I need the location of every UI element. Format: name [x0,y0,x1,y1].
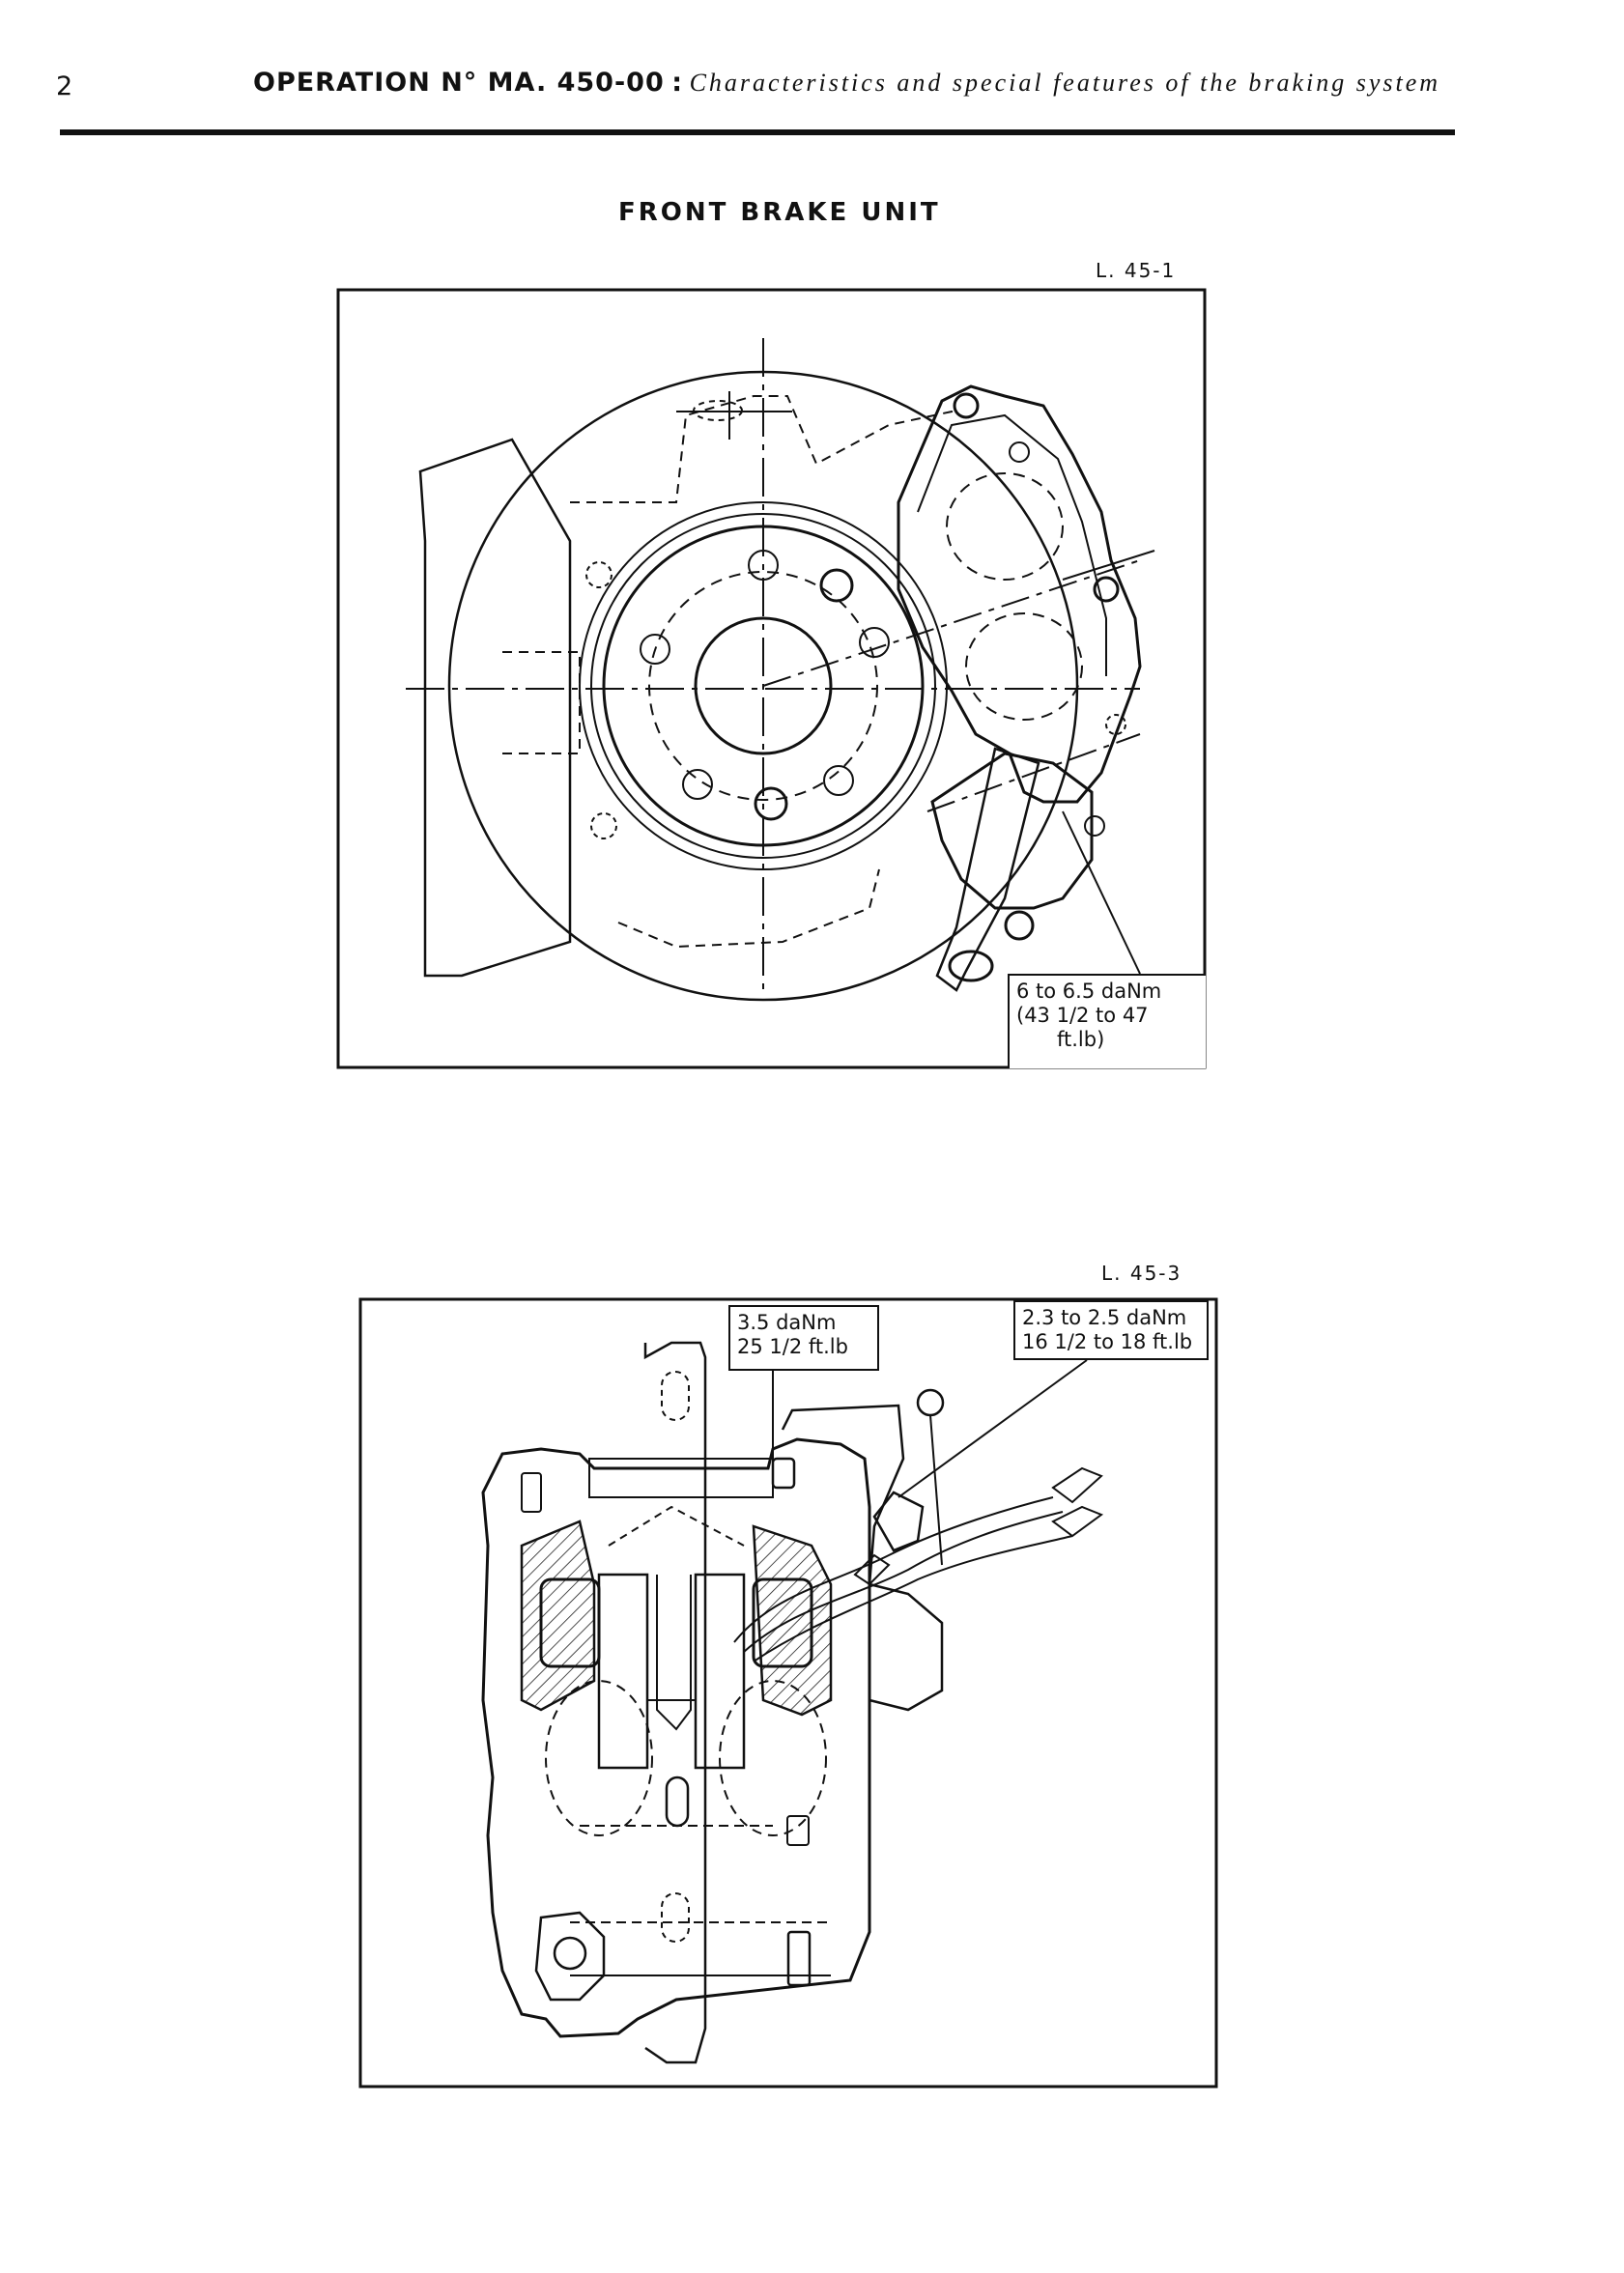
header-title: Characteristics and special features of … [689,69,1441,97]
torque-callout-line-2: 25 1/2 ft.lb [737,1335,848,1358]
header-separator: : [671,68,683,98]
torque-callout-hose-union: 2.3 to 2.5 daNm 16 1/2 to 18 ft.lb [1013,1300,1209,1360]
operation-number: OPERATION N° MA. 450-00 [253,68,665,98]
figure-1-reference: L. 45-1 [1096,259,1177,282]
running-header: OPERATION N° MA. 450-00 : Characteristic… [253,68,1440,98]
torque-callout-bridge-bolt: 3.5 daNm 25 1/2 ft.lb [728,1305,879,1371]
section-title: FRONT BRAKE UNIT [618,198,941,227]
torque-callout-line-1: 3.5 daNm [737,1311,837,1334]
torque-callout-line-3: ft.lb) [1057,1028,1105,1051]
header-rule [60,129,1455,135]
torque-callout-line-1: 2.3 to 2.5 daNm [1022,1306,1187,1329]
torque-callout-line-2: 16 1/2 to 18 ft.lb [1022,1330,1193,1353]
torque-callout-caliper-mounting: 6 to 6.5 daNm (43 1/2 to 47 ft.lb) [1008,974,1206,1068]
torque-callout-line-1: 6 to 6.5 daNm [1016,980,1162,1003]
page-number: 2 [56,71,73,101]
figure-2-reference: L. 45-3 [1101,1262,1182,1285]
torque-callout-line-2: (43 1/2 to 47 [1016,1004,1149,1027]
